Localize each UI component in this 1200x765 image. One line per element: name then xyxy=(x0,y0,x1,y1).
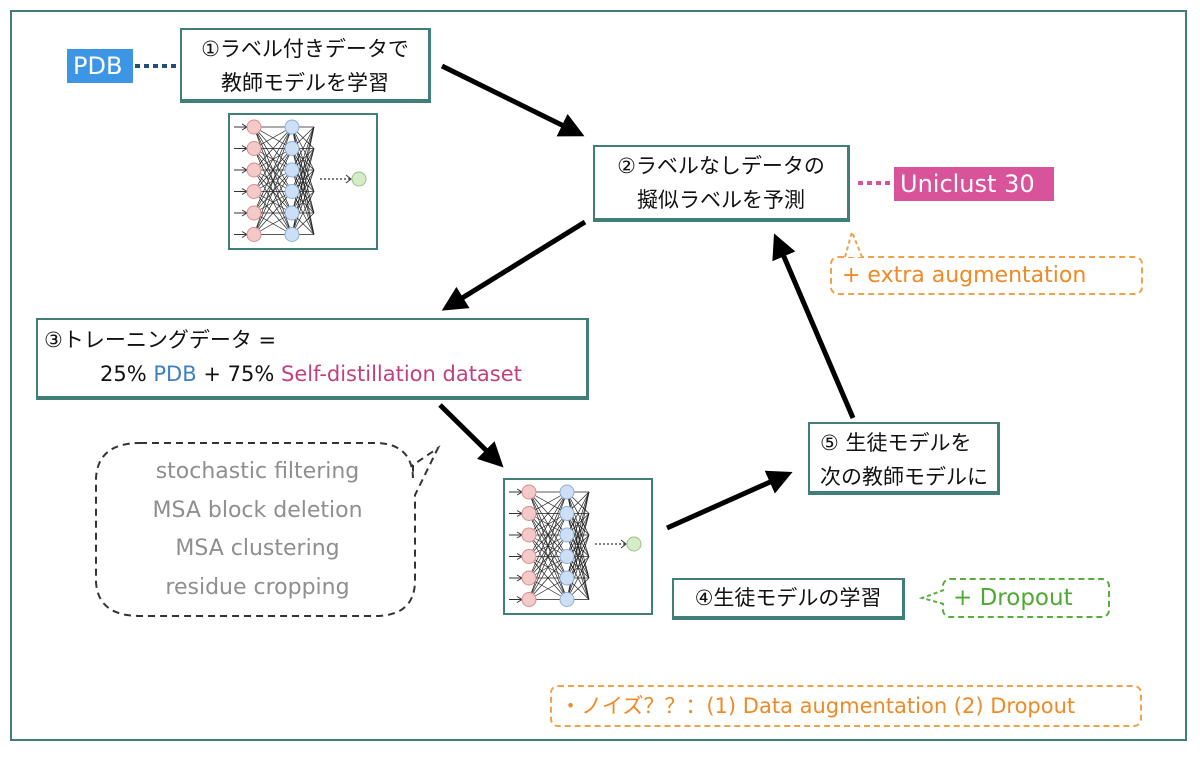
step3-src1: PDB xyxy=(153,362,197,386)
noise-summary-note: ・ノイズ？？：(1) Data augmentation (2) Dropout xyxy=(550,685,1142,727)
augmentation-list: stochastic filtering MSA block deletion … xyxy=(100,440,415,615)
uniclust-source-tag: Uniclust 30 xyxy=(894,167,1054,201)
step4-box: ④生徒モデルの学習 xyxy=(672,578,905,620)
uniclust-source-label: Uniclust 30 xyxy=(900,170,1035,198)
step3-box: ③トレーニングデータ = 25% PDB + 75% Self-distilla… xyxy=(36,318,589,400)
step1-line2: 教師モデルを学習 xyxy=(221,71,389,95)
arrow-step3-to-student xyxy=(438,403,504,468)
step5-line1: ⑤ 生徒モデルを xyxy=(820,431,972,455)
student-network-icon xyxy=(509,484,642,607)
step3-pct1: 25% xyxy=(100,362,147,386)
augmentation-item-1: stochastic filtering xyxy=(155,459,360,484)
pdb-source-tag: PDB xyxy=(67,49,133,83)
arrow-student-to-step5 xyxy=(665,470,793,531)
extra-augmentation-label: + extra augmentation xyxy=(842,263,1087,288)
extra-augmentation-note: + extra augmentation xyxy=(830,256,1143,295)
dropout-tail xyxy=(918,589,945,605)
arrow-step5-to-step2 xyxy=(772,233,856,419)
extra-augmentation-tail xyxy=(844,228,863,258)
pdb-source-label: PDB xyxy=(73,52,123,80)
step2-box: ②ラベルなしデータの 擬似ラベルを予測 xyxy=(593,145,850,222)
augmentation-item-4: residue cropping xyxy=(165,574,350,600)
step5-line2: 次の教師モデルに xyxy=(820,465,988,489)
teacher-network-icon xyxy=(234,119,367,242)
teacher-network-box xyxy=(228,113,378,250)
diagram-frame xyxy=(10,10,1187,741)
step1-box: ①ラベル付きデータで 教師モデルを学習 xyxy=(180,28,431,103)
step4-label: ④生徒モデルの学習 xyxy=(694,586,882,610)
step5-box: ⑤ 生徒モデルを 次の教師モデルに xyxy=(808,422,1000,495)
noise-summary-label: ・ノイズ？？：(1) Data augmentation (2) Dropout xyxy=(560,694,1076,718)
student-network-box xyxy=(503,478,653,615)
step2-line1: ②ラベルなしデータの xyxy=(617,154,825,178)
augmentation-item-3: MSA clustering xyxy=(175,536,340,561)
step3-plus: + xyxy=(203,362,221,386)
dropout-label: + Dropout xyxy=(953,585,1073,611)
step3-title: ③トレーニングデータ = xyxy=(44,328,277,352)
arrow-step2-to-step3 xyxy=(441,219,587,311)
arrow-step1-to-step2 xyxy=(440,63,585,137)
step3-pct2: 75% xyxy=(227,362,275,386)
dropout-note: + Dropout xyxy=(942,578,1110,618)
augmentation-item-2: MSA block deletion xyxy=(152,497,363,523)
step1-line1: ①ラベル付きデータで xyxy=(201,37,409,61)
step3-src2: Self-distillation dataset xyxy=(280,362,522,386)
step2-line2: 擬似ラベルを予測 xyxy=(637,188,805,212)
